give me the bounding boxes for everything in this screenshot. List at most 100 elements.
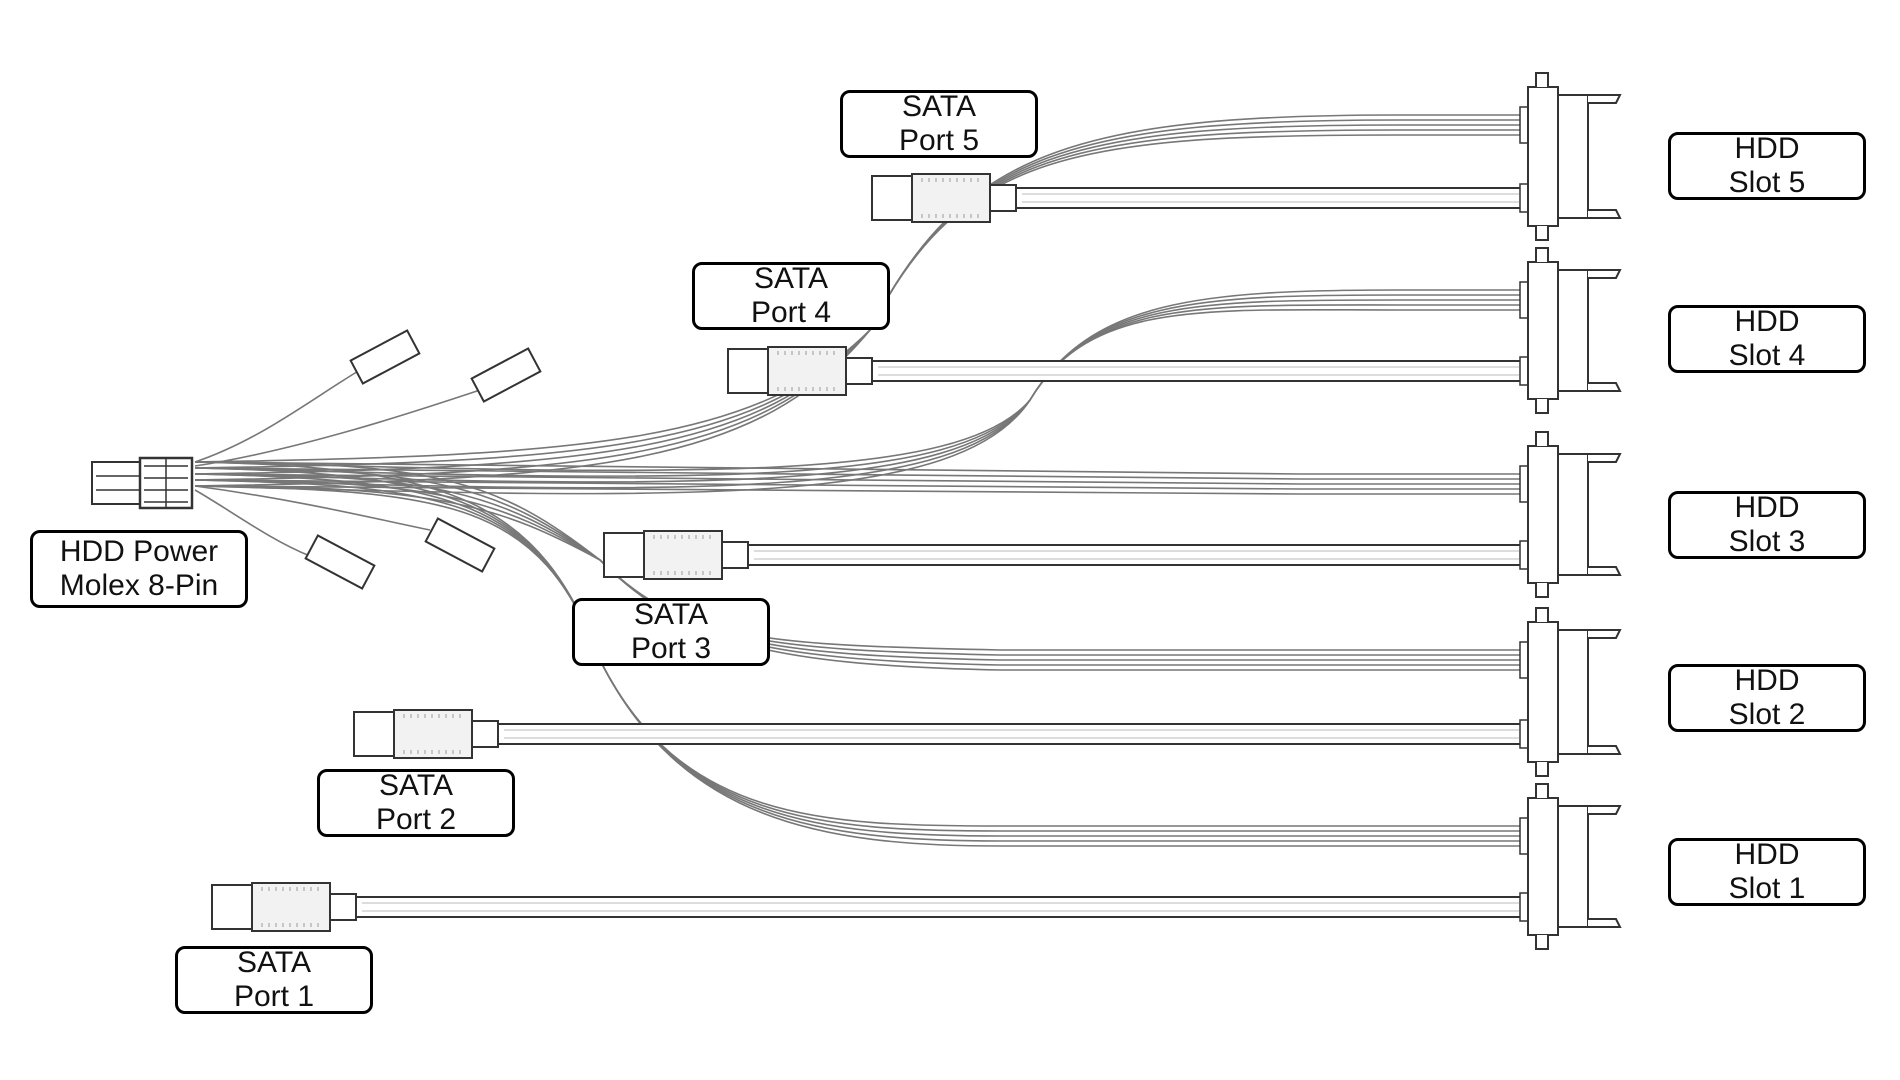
power-wire: [194, 289, 1523, 472]
power-wire: [194, 294, 1523, 477]
label-hdd-power: HDD Power Molex 8-Pin: [30, 530, 248, 608]
label-hdd-slot-2-line2: Slot 2: [1728, 698, 1806, 731]
power-wire: [194, 308, 1523, 495]
mount-ear: [1535, 607, 1549, 622]
mount-ear: [1535, 783, 1549, 798]
label-sata-port-3: SATA Port 3: [572, 598, 770, 666]
sata-flat-cable: [355, 896, 1524, 918]
sata-pin-block: [1519, 356, 1529, 386]
power-pin-block: [1519, 641, 1529, 679]
label-sata-port-1-line1: SATA: [237, 946, 311, 979]
label-hdd-slot-4: HDD Slot 4: [1668, 305, 1866, 373]
latch: [1588, 805, 1622, 815]
label-hdd-slot-5-line1: HDD: [1734, 132, 1800, 165]
sata-cable: [871, 173, 1524, 223]
sata-flat-cable: [747, 544, 1524, 566]
power-pin-block: [1519, 281, 1529, 319]
sata-plug: [603, 532, 647, 578]
sata-flat-cable: [497, 723, 1524, 745]
wire-cap: [470, 347, 542, 403]
label-hdd-power-line2: Molex 8-Pin: [59, 569, 219, 602]
power-pin-block: [1519, 465, 1529, 503]
sata-cable: [211, 882, 1524, 932]
molex-body: [91, 461, 145, 505]
latch: [1588, 382, 1622, 392]
hdd-slot-connector: [1519, 247, 1622, 414]
power-wire: [194, 485, 1523, 671]
power-wire: [194, 304, 1523, 489]
label-sata-port-1: SATA Port 1: [175, 946, 373, 1014]
label-hdd-power-line1: HDD Power: [59, 535, 219, 568]
label-sata-port-4: SATA Port 4: [692, 262, 890, 330]
sata-plug: [211, 884, 255, 930]
mount-ear: [1535, 762, 1549, 777]
sata-strain-relief: [845, 357, 873, 385]
label-hdd-slot-2-line1: HDD: [1734, 664, 1800, 697]
label-sata-port-2-line2: Port 2: [375, 803, 457, 836]
mount-ear: [1535, 583, 1549, 598]
hdd-slot-connector: [1519, 431, 1622, 598]
mount-ear: [1535, 935, 1549, 950]
sata-pin-block: [1519, 540, 1529, 570]
sata-plug: [727, 348, 771, 394]
label-sata-port-5-line2: Port 5: [898, 124, 980, 157]
mount-ear: [1535, 72, 1549, 87]
mount-ear: [1535, 431, 1549, 446]
label-hdd-slot-4-line2: Slot 4: [1728, 339, 1806, 372]
label-hdd-slot-5: HDD Slot 5: [1668, 132, 1866, 200]
mount-ear: [1535, 399, 1549, 414]
unused-wire: [194, 485, 431, 531]
hdd-connectors: [1519, 72, 1622, 950]
connector-face: [1557, 629, 1589, 755]
connector-body: [1527, 261, 1559, 400]
label-sata-port-4-line2: Port 4: [750, 296, 832, 329]
label-sata-port-1-line2: Port 1: [233, 980, 315, 1013]
power-wire: [194, 299, 1523, 483]
sata-pin-block: [1519, 892, 1529, 922]
label-sata-port-3-line1: SATA: [634, 598, 708, 631]
latch: [1588, 629, 1622, 639]
power-pin-block: [1519, 106, 1529, 144]
sata-plug: [353, 711, 397, 757]
sata-cable: [603, 530, 1524, 580]
latch: [1588, 745, 1622, 755]
sata-strain-relief: [989, 184, 1017, 212]
unused-wire: [194, 489, 311, 557]
hdd-slot-connector: [1519, 783, 1622, 950]
sata-grip: [251, 882, 331, 932]
connector-face: [1557, 805, 1589, 928]
hdd-slot-connector: [1519, 72, 1622, 241]
latch: [1588, 94, 1622, 104]
connector-face: [1557, 453, 1589, 576]
sata-cables: [211, 173, 1524, 932]
hdd-slot-connector: [1519, 607, 1622, 777]
label-sata-port-2: SATA Port 2: [317, 769, 515, 837]
label-hdd-slot-1-line2: Slot 1: [1728, 872, 1806, 905]
label-hdd-slot-2: HDD Slot 2: [1668, 664, 1866, 732]
label-hdd-slot-1-line1: HDD: [1734, 838, 1800, 871]
label-hdd-slot-3-line2: Slot 3: [1728, 525, 1806, 558]
wire-cap: [349, 329, 421, 385]
power-wire: [194, 479, 1523, 666]
sata-grip: [643, 530, 723, 580]
sata-cable: [353, 709, 1524, 759]
latch: [1588, 453, 1622, 463]
connector-body: [1527, 86, 1559, 227]
label-hdd-slot-4-line1: HDD: [1734, 305, 1800, 338]
sata-strain-relief: [329, 893, 357, 921]
sata-pin-block: [1519, 719, 1529, 749]
molex-8pin-connector: [91, 456, 194, 510]
latch: [1588, 918, 1622, 928]
sata-flat-cable: [1015, 187, 1524, 209]
connector-face: [1557, 94, 1589, 219]
label-sata-port-2-line1: SATA: [379, 769, 453, 802]
label-hdd-slot-3: HDD Slot 3: [1668, 491, 1866, 559]
latch: [1588, 269, 1622, 279]
unused-wire: [194, 369, 361, 463]
sata-plug: [871, 175, 915, 221]
connector-face: [1557, 269, 1589, 392]
label-hdd-slot-3-line1: HDD: [1734, 491, 1800, 524]
sata-cable: [727, 346, 1524, 396]
label-hdd-slot-5-line2: Slot 5: [1728, 166, 1806, 199]
